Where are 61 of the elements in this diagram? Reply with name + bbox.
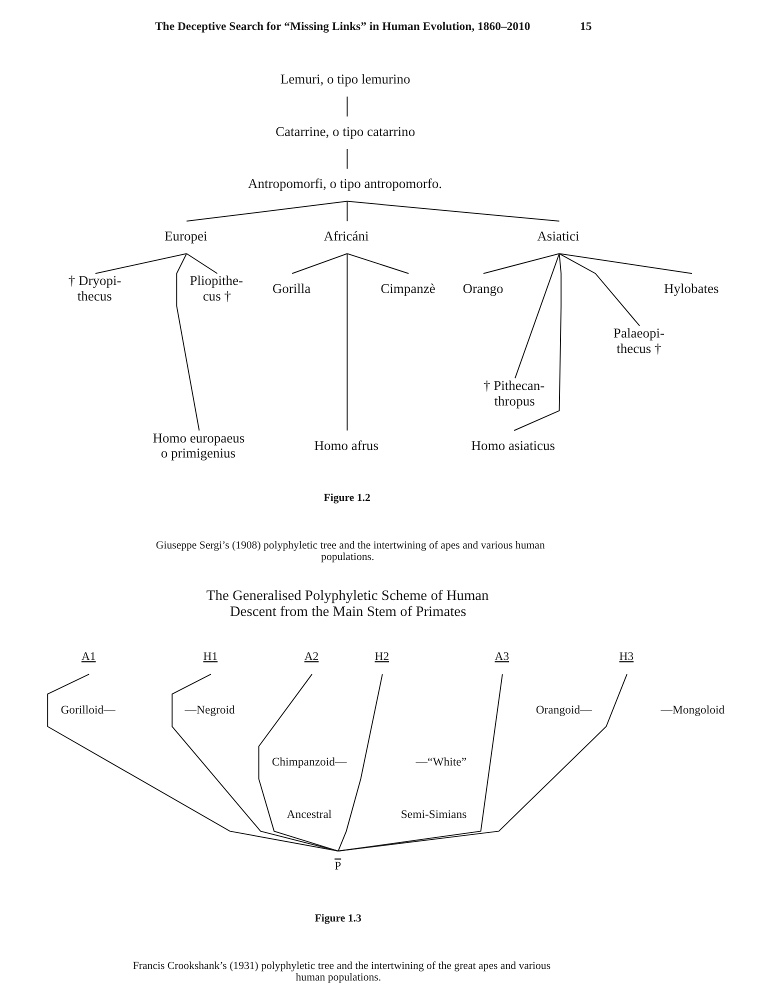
label: 15 <box>580 20 592 34</box>
node-text: A2 <box>304 650 319 664</box>
node-text: † Dryopi- thecus <box>68 273 122 304</box>
label: Francis Crookshank’s (1931) polyphyletic tree and the intertwining of the great apes and various human populations. <box>132 960 551 984</box>
connector <box>186 200 348 222</box>
connector <box>346 148 348 170</box>
connector <box>514 253 560 379</box>
label: Gorilloid— <box>60 703 116 716</box>
connector <box>94 253 188 274</box>
connector <box>338 674 383 852</box>
node-text: Gorilla <box>272 280 311 296</box>
node-text: Homo afrus <box>314 438 378 453</box>
connector <box>338 674 628 852</box>
label: —Negroid <box>184 703 235 716</box>
node-text: Palaeopi- thecus † <box>613 326 664 356</box>
node-text: Catarrine, o tipo catarrino <box>275 124 416 139</box>
node-text: A3 <box>494 650 510 664</box>
node-text: Pliopithe- cus † <box>190 273 244 304</box>
connector <box>482 253 560 274</box>
label: Chimpanzoid— <box>272 756 347 769</box>
node-text: Africáni <box>324 228 369 244</box>
connector <box>176 253 200 432</box>
connector <box>514 253 562 432</box>
connector <box>186 253 218 274</box>
label: Orangoid— <box>536 703 592 716</box>
node-text: Asiatici <box>537 228 580 244</box>
connector <box>346 253 348 432</box>
node-text: Hylobates <box>664 280 719 296</box>
node-text: Homo asiaticus <box>471 438 556 453</box>
label: The Generalised Polyphyletic Scheme of Human Descent from the Main Stem of Primates <box>206 588 489 620</box>
connector <box>47 674 339 852</box>
connector <box>292 253 348 274</box>
label: —Mongoloid <box>660 703 725 716</box>
connector <box>346 96 348 117</box>
node-text: Europei <box>164 228 208 244</box>
connector <box>558 253 640 326</box>
label: Giuseppe Sergi’s (1908) polyphyletic tree and the intertwining of apes and various human populations. <box>156 539 545 564</box>
node-text: H1 <box>203 650 218 664</box>
connector <box>346 200 560 222</box>
node-text: Homo europaeus o primigenius <box>152 430 245 461</box>
node-text: P <box>334 859 342 872</box>
node-text: H3 <box>619 650 634 664</box>
label: Ancestral <box>286 808 332 822</box>
node-text: Cimpanzè <box>380 280 436 296</box>
connector <box>172 674 339 852</box>
node-text: † Pithecan- thropus <box>483 378 545 408</box>
connector <box>338 674 503 852</box>
connector <box>346 253 410 274</box>
label: Figure 1.2 <box>324 492 370 504</box>
label: The Deceptive Search for “Missing Links” in Human Evolution, 1860–2010 <box>155 20 530 34</box>
node-text: H2 <box>374 650 390 664</box>
connector <box>258 674 339 852</box>
node-text: Lemuri, o tipo lemurino <box>280 72 410 87</box>
node-text: Orango <box>462 280 504 296</box>
node-text: A1 <box>81 650 96 664</box>
connector <box>558 253 692 274</box>
label: —“White” <box>416 756 467 769</box>
label: Semi-Simians <box>400 808 467 822</box>
connector <box>346 200 348 222</box>
label: Figure 1.3 <box>314 912 362 925</box>
node-text: Antropomorfi, o tipo antropomorfo. <box>248 176 442 192</box>
